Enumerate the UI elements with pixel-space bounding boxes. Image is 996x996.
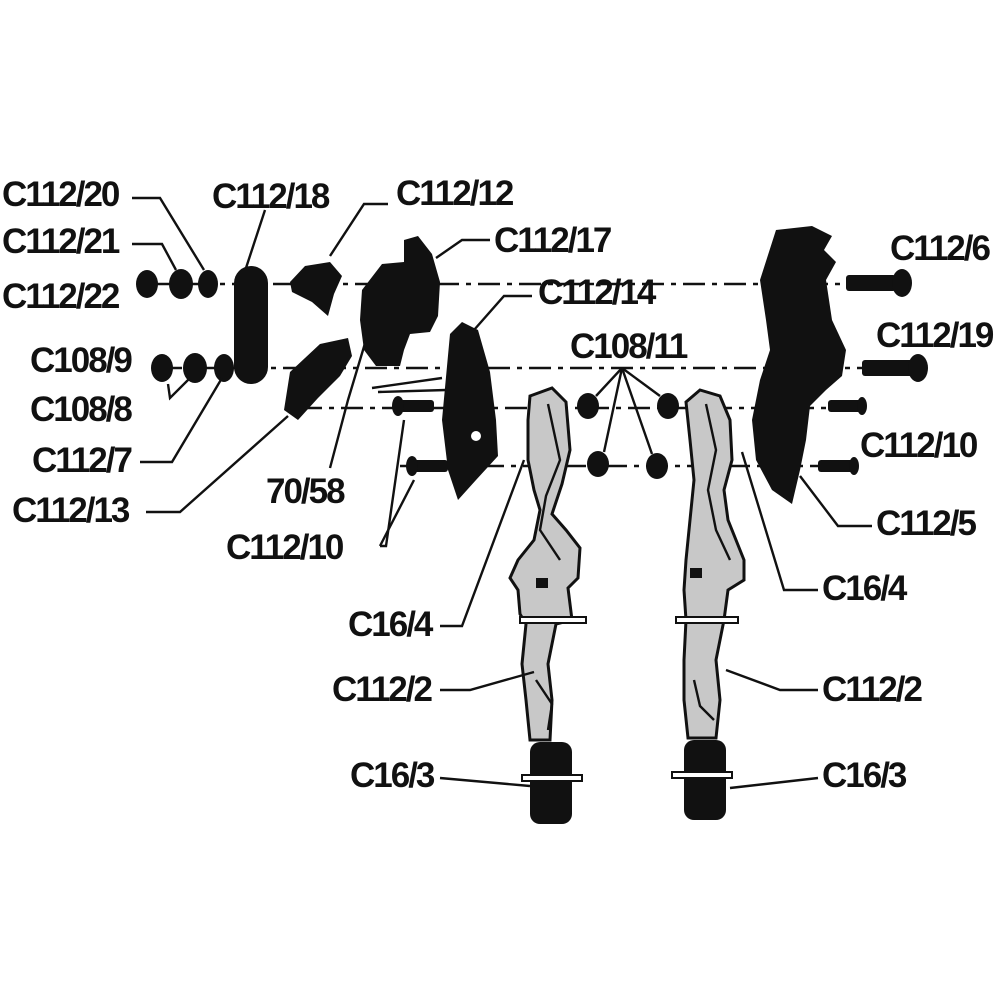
grip-c16-3-left [530,742,572,824]
label-c112-5: C112/5 [876,504,976,543]
left-bolts [392,393,679,479]
left-jaw-parts [284,236,498,500]
left-handle [508,386,587,824]
bolt-c112-19 [862,360,914,376]
part-labels: C112/20 C112/21 C112/22 C108/9 C108/8 C1… [2,174,996,795]
jaw-c112-17 [360,236,440,366]
label-c16-4-left: C16/4 [348,605,434,644]
left-hardware [136,266,268,384]
pivot-hole [471,431,481,441]
label-c112-22: C112/22 [2,277,120,316]
label-c16-3-right: C16/3 [822,756,907,795]
label-c112-18: C112/18 [212,177,330,216]
jaw-c112-14 [442,322,498,500]
label-c112-13: C112/13 [12,491,130,530]
washer-c112-22 [136,270,158,298]
label-c108-8: C108/8 [30,390,132,429]
washer-c112-20 [198,270,218,298]
plate-c112-13 [284,338,352,420]
label-c16-3-left: C16/3 [350,756,435,795]
nut-c108-11-c [657,393,679,419]
right-jaw-parts [752,226,928,504]
label-c108-9: C108/9 [30,341,132,380]
label-c112-7: C112/7 [32,441,131,480]
label-c112-14: C112/14 [538,273,657,312]
label-c112-17: C112/17 [494,221,611,260]
handle-c112-2-left [508,386,582,742]
nut-c108-11-a [577,393,599,419]
label-c112-19: C112/19 [876,316,994,355]
washer-c112-21 [169,269,193,299]
cam-c112-12 [290,262,342,316]
bolt-c112-10-upper [394,400,434,412]
label-c112-20: C112/20 [2,175,120,214]
nut-c108-11-d [646,453,668,479]
label-c112-2-right: C112/2 [822,670,922,709]
bolt-c112-10-right-lower [818,460,854,472]
label-c112-12: C112/12 [396,174,514,213]
bolt-c112-6 [846,275,896,291]
label-c112-21: C112/21 [2,222,120,261]
bolt-c112-10-lower [408,460,448,472]
washer-c112-7 [214,354,234,382]
label-70-58: 70/58 [266,472,345,511]
label-c112-10-left: C112/10 [226,528,344,567]
leader-lines [132,196,872,790]
handle-c112-2-right [682,388,746,740]
washer-c108-8 [183,353,207,383]
label-c112-2-left: C112/2 [332,670,432,709]
label-c112-10-right: C112/10 [860,426,978,465]
ring-c16-4-right [675,616,739,624]
bolt-c112-10-right-upper [828,400,862,412]
nut-c108-11-b [587,451,609,477]
grip-c16-3-right [684,740,726,820]
right-handle [671,388,746,820]
ring-c16-4-left [519,616,587,624]
label-c112-6: C112/6 [890,229,990,268]
jaw-c112-5 [752,226,846,504]
washer-c108-9 [151,354,173,382]
label-c108-11: C108/11 [570,327,688,366]
label-c16-4-right: C16/4 [822,569,908,608]
link-bar-c112-18 [234,266,268,384]
